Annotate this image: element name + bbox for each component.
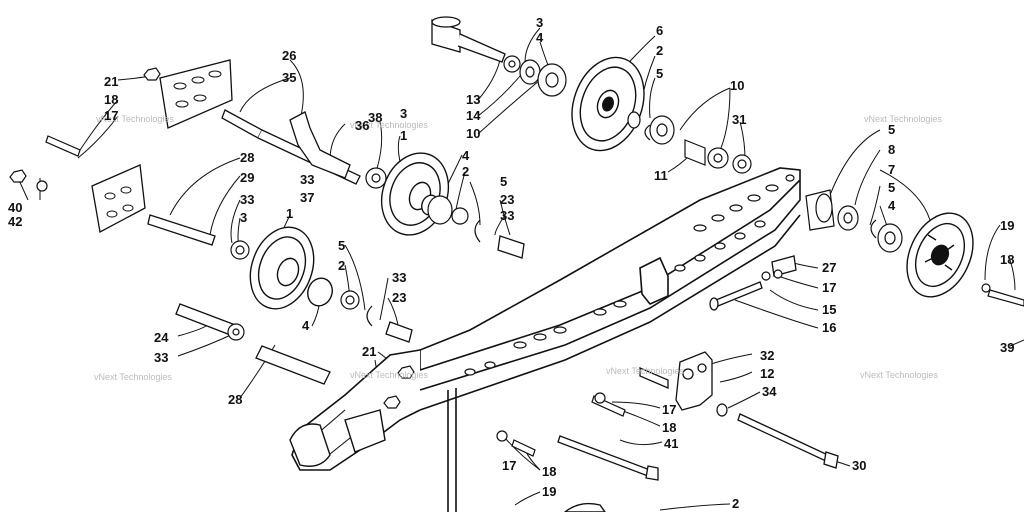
callout: 17 [502, 458, 516, 473]
watermark-text: vNext Technologies [606, 366, 684, 376]
callout: 35 [282, 70, 296, 85]
callout: 1 [286, 206, 293, 221]
watermarks: vNext Technologies vNext Technologies vN… [94, 114, 942, 382]
slide-rail [291, 167, 801, 512]
watermark-text: vNext Technologies [350, 370, 428, 380]
bearings-washers [227, 55, 903, 341]
callout: 5 [500, 174, 507, 189]
callout: 19 [1000, 218, 1014, 233]
callout: 4 [888, 198, 896, 213]
callout: 4 [302, 318, 310, 333]
callout: 19 [542, 484, 556, 499]
callout: 11 [654, 168, 668, 183]
callout: 2 [656, 43, 663, 58]
callout: 3 [400, 106, 407, 121]
callout: 33 [154, 350, 168, 365]
callout: 5 [888, 180, 895, 195]
callout: 17 [104, 108, 118, 123]
callout: 26 [282, 48, 296, 63]
callout: 36 [355, 118, 369, 133]
callout: 18 [662, 420, 676, 435]
callout: 29 [240, 170, 254, 185]
callout: 23 [500, 192, 514, 207]
callout: 30 [852, 458, 866, 473]
idler-wheel-upper [571, 56, 645, 152]
callout: 10 [466, 126, 480, 141]
callout: 31 [732, 112, 746, 127]
leader-lines [17, 27, 1024, 511]
callout: 2 [338, 258, 345, 273]
callout: 39 [1000, 340, 1014, 355]
callout: 32 [760, 348, 774, 363]
callout: 34 [762, 384, 777, 399]
callout: 13 [466, 92, 480, 107]
callout: 3 [536, 15, 543, 30]
callout: 5 [888, 122, 895, 137]
callout: 10 [730, 78, 744, 93]
callout: 18 [104, 92, 118, 107]
callout: 23 [392, 290, 406, 305]
watermark-text: vNext Technologies [864, 114, 942, 124]
callout-labels: 21 18 17 40 42 26 35 36 38 3 1 33 37 28 … [8, 15, 1014, 511]
callout: 37 [300, 190, 314, 205]
callout: 7 [888, 162, 895, 177]
idler-wheel-left [249, 226, 333, 310]
callout: 16 [822, 320, 836, 335]
callout: 38 [368, 110, 382, 125]
callout: 1 [400, 128, 407, 143]
callout: 2 [732, 496, 739, 511]
callout: 41 [664, 436, 678, 451]
callout: 17 [822, 280, 836, 295]
callout: 4 [536, 30, 544, 45]
callout: 5 [656, 66, 663, 81]
callout: 18 [542, 464, 556, 479]
callout: 28 [240, 150, 254, 165]
rail-end-cap [289, 409, 386, 467]
callout: 42 [8, 214, 22, 229]
callout: 17 [662, 402, 676, 417]
watermark-text: vNext Technologies [96, 114, 174, 124]
watermark-text: vNext Technologies [860, 370, 938, 380]
callout: 15 [822, 302, 836, 317]
callout: 12 [760, 366, 774, 381]
callout: 18 [1000, 252, 1014, 267]
watermark-text: vNext Technologies [94, 372, 172, 382]
fasteners [9, 67, 1024, 457]
bracket-12 [639, 351, 713, 411]
idler-wheel-bottom [563, 502, 606, 512]
shafts [147, 16, 839, 481]
callout: 33 [240, 192, 254, 207]
callout: 4 [462, 148, 470, 163]
callout: 3 [240, 210, 247, 225]
callout: 33 [300, 172, 314, 187]
callout: 8 [888, 142, 895, 157]
rail-strips [91, 59, 233, 233]
callout: 2 [462, 164, 469, 179]
callout: 21 [104, 74, 118, 89]
callout: 27 [822, 260, 836, 275]
callout: 6 [656, 23, 663, 38]
callout: 21 [362, 344, 376, 359]
idler-wheel-right [906, 212, 974, 298]
callout: 33 [392, 270, 406, 285]
callout: 24 [154, 330, 169, 345]
callout: 14 [466, 108, 481, 123]
callout: 33 [500, 208, 514, 223]
watermark-text: vNext Technologies [350, 120, 428, 130]
callout: 28 [228, 392, 242, 407]
idler-wheel-center [380, 152, 450, 236]
callout: 5 [338, 238, 345, 253]
callout: 40 [8, 200, 22, 215]
